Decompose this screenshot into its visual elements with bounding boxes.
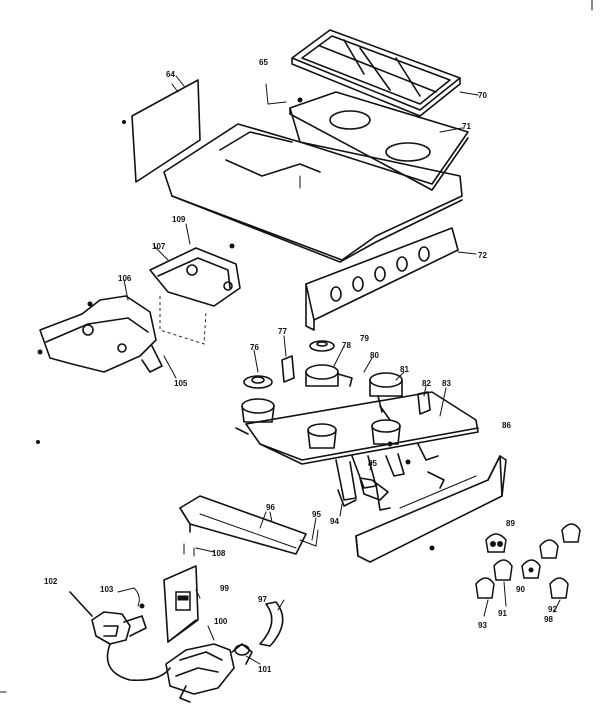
control-knobs — [475, 523, 581, 617]
page-marks — [0, 0, 593, 693]
label-106: 106 — [118, 274, 132, 283]
label-79: 79 — [360, 334, 369, 343]
label-77: 77 — [278, 327, 287, 336]
label-89: 89 — [506, 519, 515, 528]
label-90: 90 — [516, 585, 525, 594]
label-85: 85 — [368, 459, 377, 468]
label-108: 108 — [212, 549, 226, 558]
label-92: 92 — [548, 605, 557, 614]
label-71: 71 — [462, 122, 471, 131]
surface-burners — [235, 340, 431, 449]
label-82: 82 — [422, 379, 431, 388]
label-97: 97 — [258, 595, 267, 604]
label-70: 70 — [478, 91, 487, 100]
flex-tube — [259, 601, 284, 647]
label-94: 94 — [330, 517, 339, 526]
rear-panel — [122, 79, 201, 183]
label-100: 100 — [214, 617, 228, 626]
label-109: 109 — [172, 215, 186, 224]
burner-bracket — [179, 495, 319, 557]
label-65: 65 — [259, 58, 268, 67]
oven-thermostat — [69, 565, 253, 703]
label-96: 96 — [266, 503, 275, 512]
burner-grates — [291, 29, 479, 117]
label-107: 107 — [152, 242, 166, 251]
main-top-frame — [163, 83, 463, 263]
label-81: 81 — [400, 365, 409, 374]
manifold-support — [355, 455, 507, 563]
label-103: 103 — [100, 585, 114, 594]
oven-burner-assembly — [37, 223, 241, 379]
label-101: 101 — [258, 665, 272, 674]
label-80: 80 — [370, 351, 379, 360]
control-panel — [305, 227, 477, 331]
callout-labels: 64 65 70 71 72 109 107 106 105 76 77 78 … — [44, 58, 557, 674]
label-102: 102 — [44, 577, 58, 586]
label-86: 86 — [502, 421, 511, 430]
label-91: 91 — [498, 609, 507, 618]
leader-lines — [117, 75, 447, 665]
manifold — [245, 391, 479, 511]
label-95: 95 — [312, 510, 321, 519]
label-83: 83 — [442, 379, 451, 388]
label-72: 72 — [478, 251, 487, 260]
label-64: 64 — [166, 70, 175, 79]
label-93: 93 — [478, 621, 487, 630]
label-98: 98 — [544, 615, 553, 624]
label-99: 99 — [220, 584, 229, 593]
label-78: 78 — [342, 341, 351, 350]
label-76: 76 — [250, 343, 259, 352]
label-105: 105 — [174, 379, 188, 388]
cooktop — [289, 91, 469, 191]
